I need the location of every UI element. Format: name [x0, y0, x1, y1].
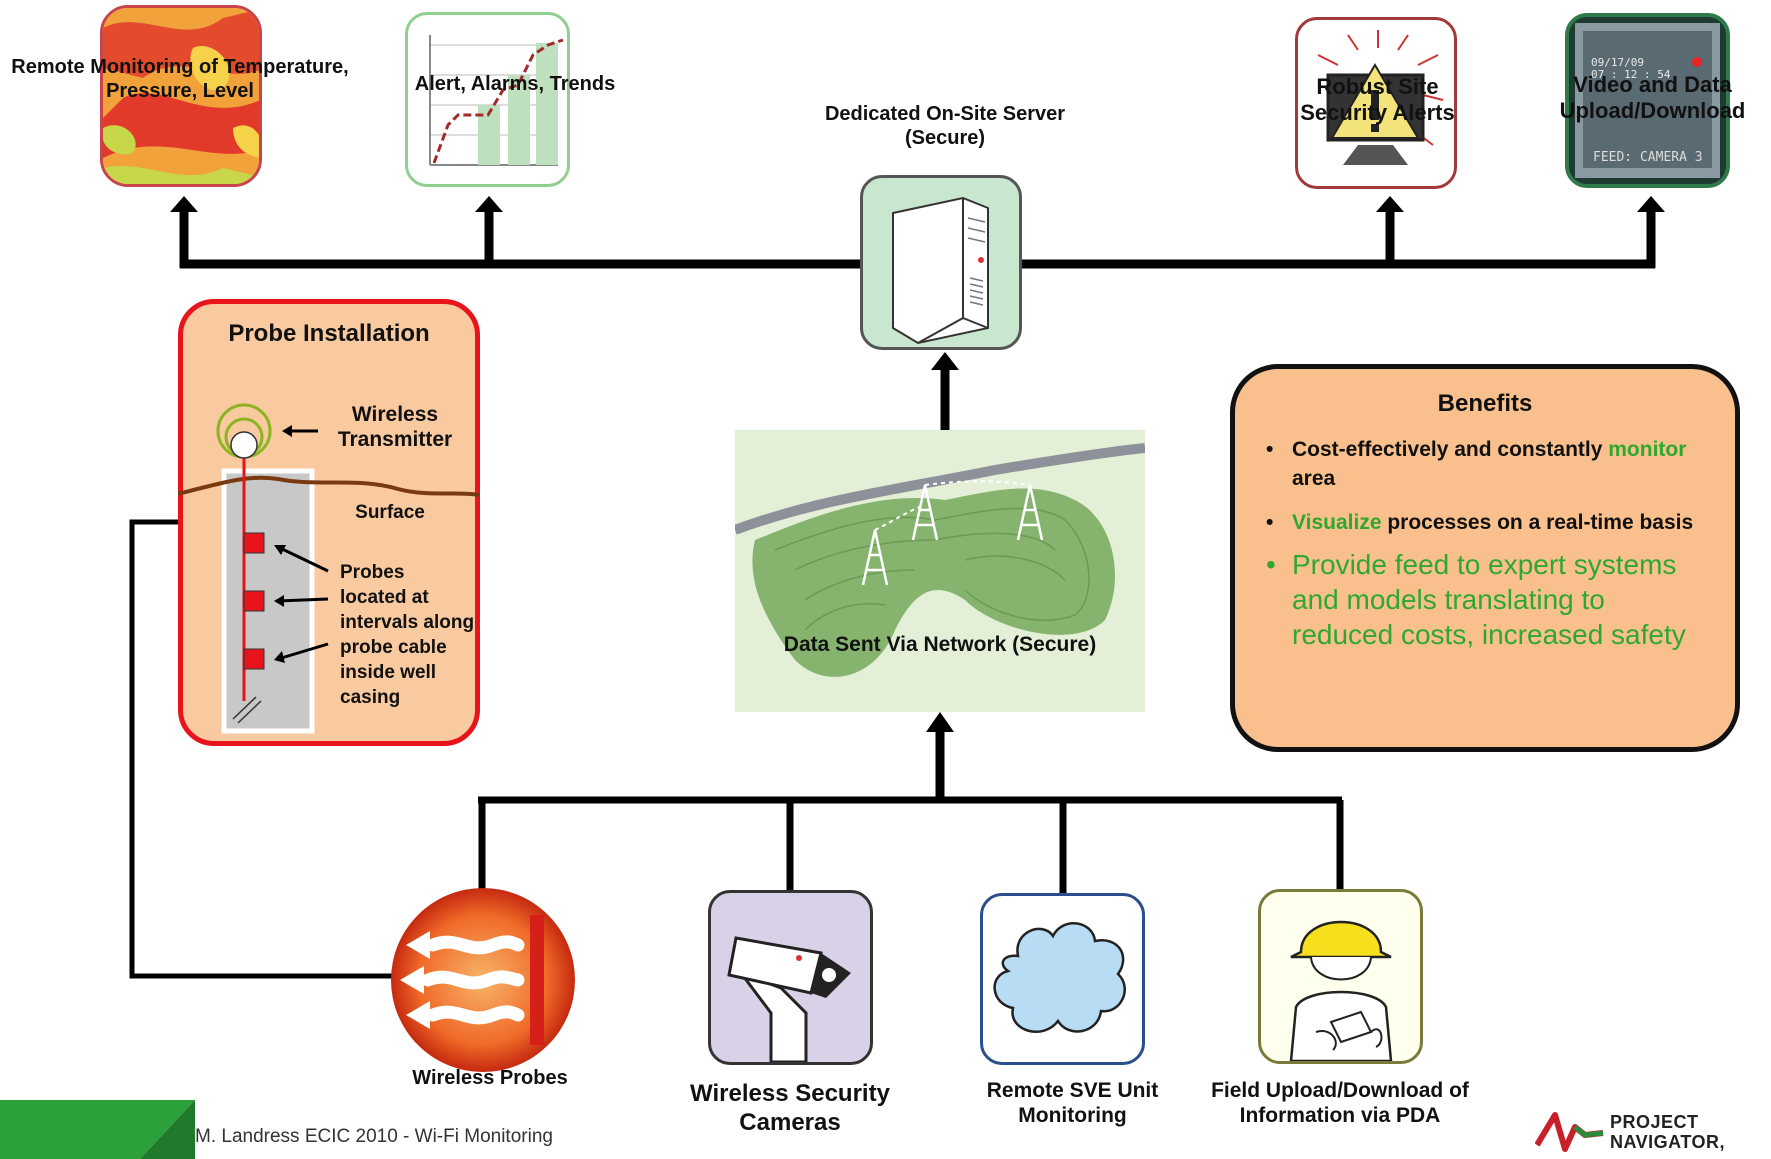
- probe-installation-title: Probe Installation: [228, 320, 430, 347]
- probes-description: Probes located at intervals along probe …: [340, 562, 475, 709]
- logo-mark-icon: [1535, 1112, 1604, 1152]
- worker-icon: [1289, 920, 1393, 1061]
- benefit-1-rest: area: [1292, 467, 1336, 491]
- logo-text-2: NAVIGATOR,: [1610, 1132, 1726, 1152]
- video-timestamp: 09/17/09 07 : 12 : 54: [1591, 56, 1671, 82]
- camera-icon: [727, 936, 851, 1062]
- surface-label: Surface: [355, 502, 425, 523]
- wireless-probes-label: Wireless Probes: [412, 1067, 568, 1089]
- benefits-list: Cost-effectively and constantly monitor …: [1262, 435, 1702, 652]
- benefits-title: Benefits: [1437, 390, 1533, 417]
- video-feed-label: FEED: CAMERA 3: [1593, 150, 1703, 165]
- field-upload-label: Field Upload/Download of Information via…: [1211, 1079, 1469, 1128]
- benefit-3-text: Provide feed to expert systems and model…: [1292, 549, 1686, 651]
- footer-green-shape: [0, 1100, 195, 1159]
- server-tile: [860, 175, 1022, 350]
- benefit-item-1: Cost-effectively and constantly monitor …: [1262, 435, 1702, 494]
- server-icon: [892, 196, 989, 345]
- landfill-map-icon: [735, 430, 1145, 712]
- benefit-2-green: Visualize: [1292, 510, 1382, 534]
- trend-chart-icon: [429, 35, 564, 166]
- warning-monitor-icon: [1317, 30, 1444, 165]
- alerts-label: Alert, Alarms, Trends: [414, 73, 616, 95]
- wireless-transmitter-label: Wireless Transmitter: [337, 403, 453, 452]
- security-camera-tile: [708, 890, 873, 1065]
- benefit-item-2: Visualize processes on a real-time basis: [1262, 508, 1702, 538]
- cloud-icon: [993, 922, 1126, 1033]
- benefit-1-green: monitor: [1608, 438, 1687, 461]
- benefit-1-bold: Cost-effectively and constantly: [1292, 438, 1603, 461]
- benefit-2-rest: processes on a real-time basis: [1387, 510, 1694, 534]
- alerts-tile: [405, 12, 570, 187]
- sve-unit-label: Remote SVE Unit Monitoring: [986, 1079, 1159, 1128]
- sve-unit-tile: [980, 893, 1145, 1065]
- video-feed-icon: [1575, 23, 1720, 178]
- benefit-item-3: Provide feed to expert systems and model…: [1262, 547, 1702, 652]
- field-upload-tile: [1258, 889, 1423, 1064]
- wireless-probes-tile: [388, 885, 578, 1075]
- heatmap-tile: [100, 5, 262, 187]
- network-map: [735, 430, 1145, 712]
- network-label: Data Sent Via Network (Secure): [783, 633, 1097, 656]
- video-label: Video and Data Upload/Download: [1559, 72, 1746, 124]
- heat-waves-icon: [391, 888, 575, 1072]
- security-cameras-label: Wireless Security Cameras: [690, 1080, 890, 1136]
- footer-credit: M. Landress ECIC 2010 - Wi-Fi Monitoring: [195, 1126, 553, 1147]
- probe-diagram: [178, 403, 480, 734]
- logo-text-1: PROJECT: [1610, 1112, 1699, 1132]
- security-tile: [1295, 17, 1457, 189]
- heatmap-icon: [103, 8, 259, 184]
- video-tile: 09/17/09 07 : 12 : 54 FEED: CAMERA 3: [1565, 13, 1730, 188]
- server-label: Dedicated On-Site Server (Secure): [824, 103, 1066, 149]
- security-label: Robust Site Security Alerts: [1300, 74, 1455, 126]
- remote-monitoring-label: Remote Monitoring of Temperature, Pressu…: [11, 56, 349, 102]
